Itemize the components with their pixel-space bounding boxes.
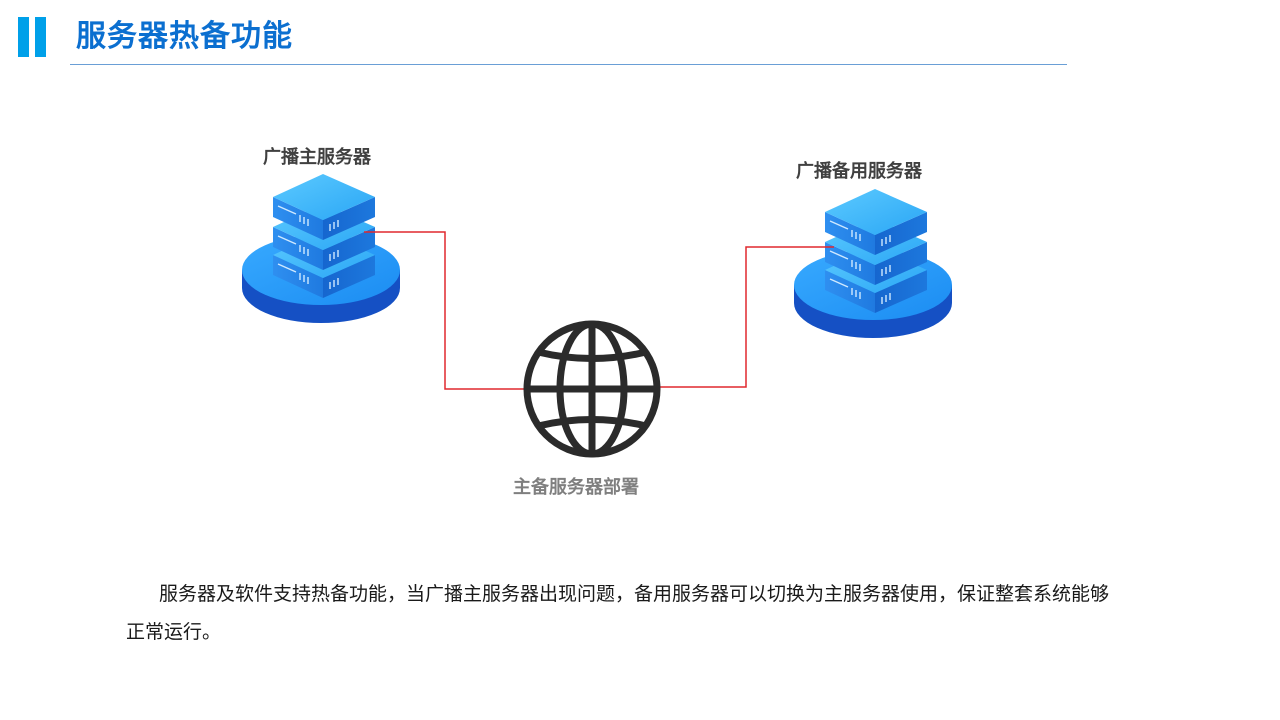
backup-server-icon (794, 189, 952, 338)
accent-bar-right (35, 17, 46, 57)
accent-bar-left (18, 17, 29, 57)
title-divider (70, 64, 1067, 65)
primary-server-label: 广播主服务器 (263, 147, 371, 168)
globe-icon (523, 320, 661, 458)
title-accent-bars (18, 17, 48, 57)
page-title: 服务器热备功能 (76, 19, 293, 54)
network-caption: 主备服务器部署 (513, 477, 639, 498)
primary-link-line (364, 231, 524, 390)
backup-server-label: 广播备用服务器 (796, 161, 922, 182)
description-paragraph: 服务器及软件支持热备功能，当广播主服务器出现问题，备用服务器可以切换为主服务器使… (126, 583, 1110, 643)
primary-server-icon (242, 174, 400, 323)
backup-link-line (660, 246, 834, 388)
